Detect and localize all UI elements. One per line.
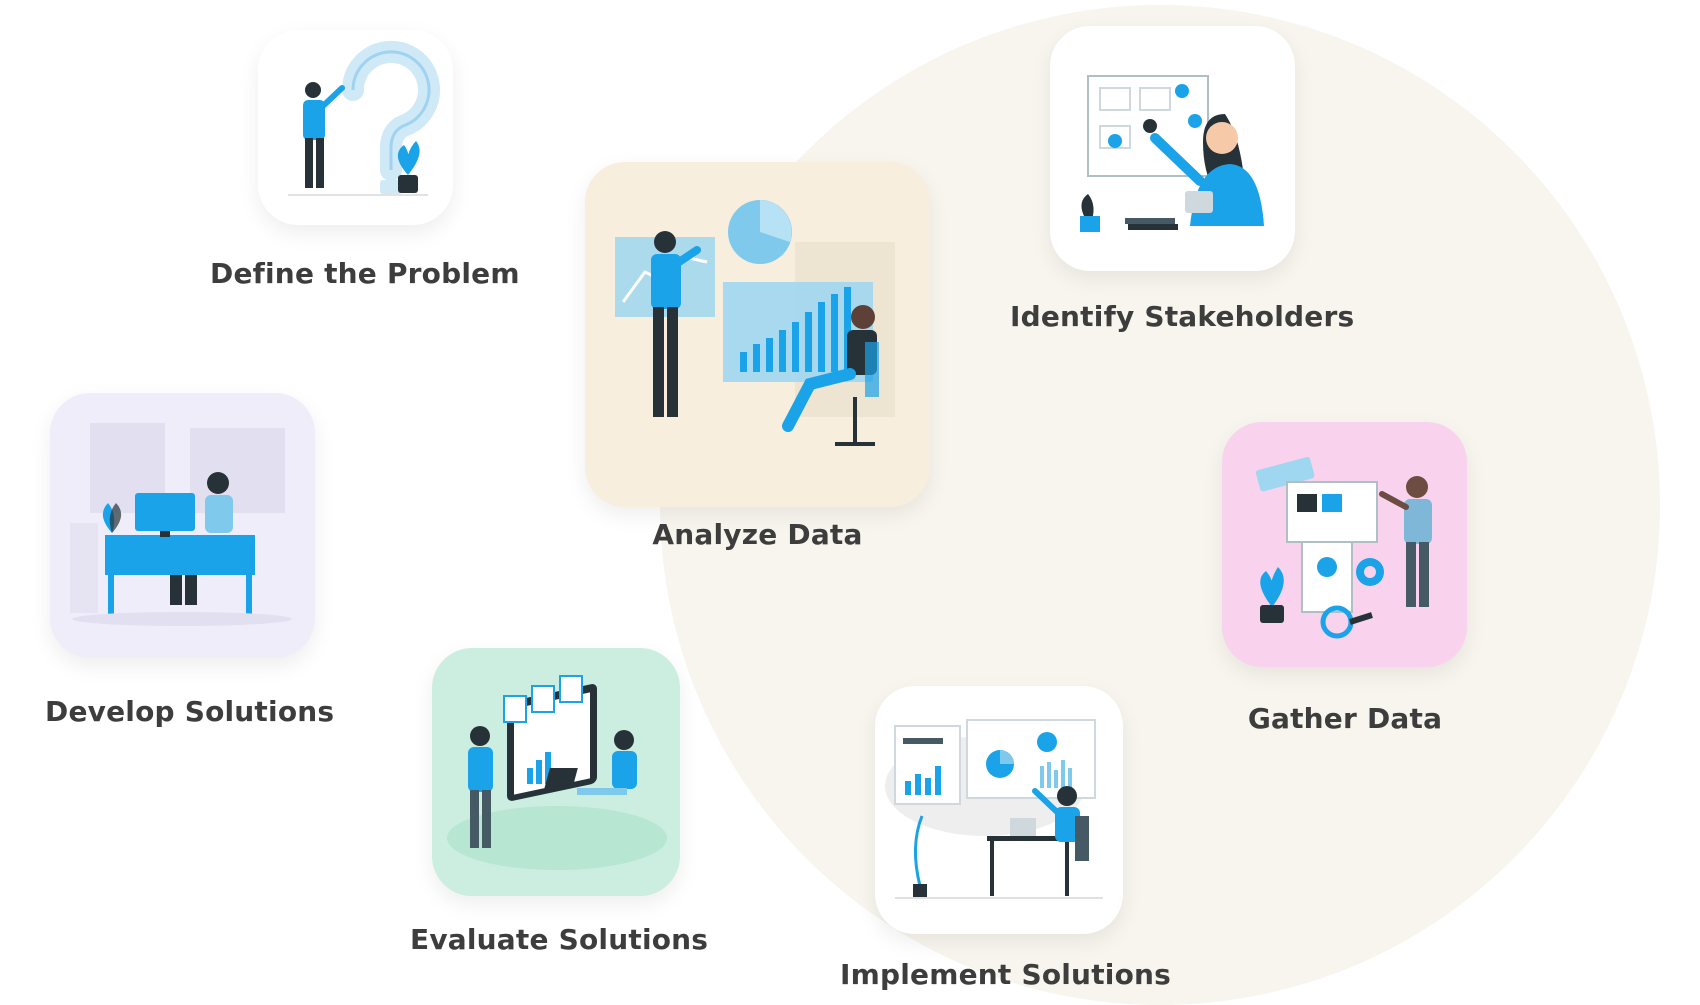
step-card-gather-data[interactable] — [1222, 422, 1467, 667]
step-label-identify-stakeholders: Identify Stakeholders — [1010, 300, 1355, 333]
data-analysis-illustration — [615, 200, 895, 446]
step-label-analyze-data: Analyze Data — [652, 518, 863, 551]
step-card-develop-solutions[interactable] — [50, 393, 315, 658]
step-card-analyze-data[interactable] — [585, 162, 930, 507]
step-card-implement-solutions[interactable] — [875, 686, 1123, 934]
step-label-gather-data: Gather Data — [1247, 702, 1443, 735]
question-maze-illustration — [288, 40, 440, 196]
data-gathering-illustration — [1255, 456, 1432, 639]
step-label-implement-solutions: Implement Solutions — [840, 958, 1172, 991]
step-card-evaluate-solutions[interactable] — [432, 648, 680, 896]
implementation-dashboard-illustration — [885, 719, 1103, 899]
evaluation-meeting-illustration — [447, 675, 667, 870]
step-label-define-problem: Define the Problem — [210, 257, 520, 290]
step-card-define-problem[interactable] — [258, 30, 453, 225]
developer-desk-illustration — [70, 423, 292, 626]
step-label-develop-solutions: Develop Solutions — [45, 695, 335, 728]
stakeholder-map-illustration — [1080, 75, 1264, 232]
step-card-identify-stakeholders[interactable] — [1050, 26, 1295, 271]
step-label-evaluate-solutions: Evaluate Solutions — [410, 923, 709, 956]
